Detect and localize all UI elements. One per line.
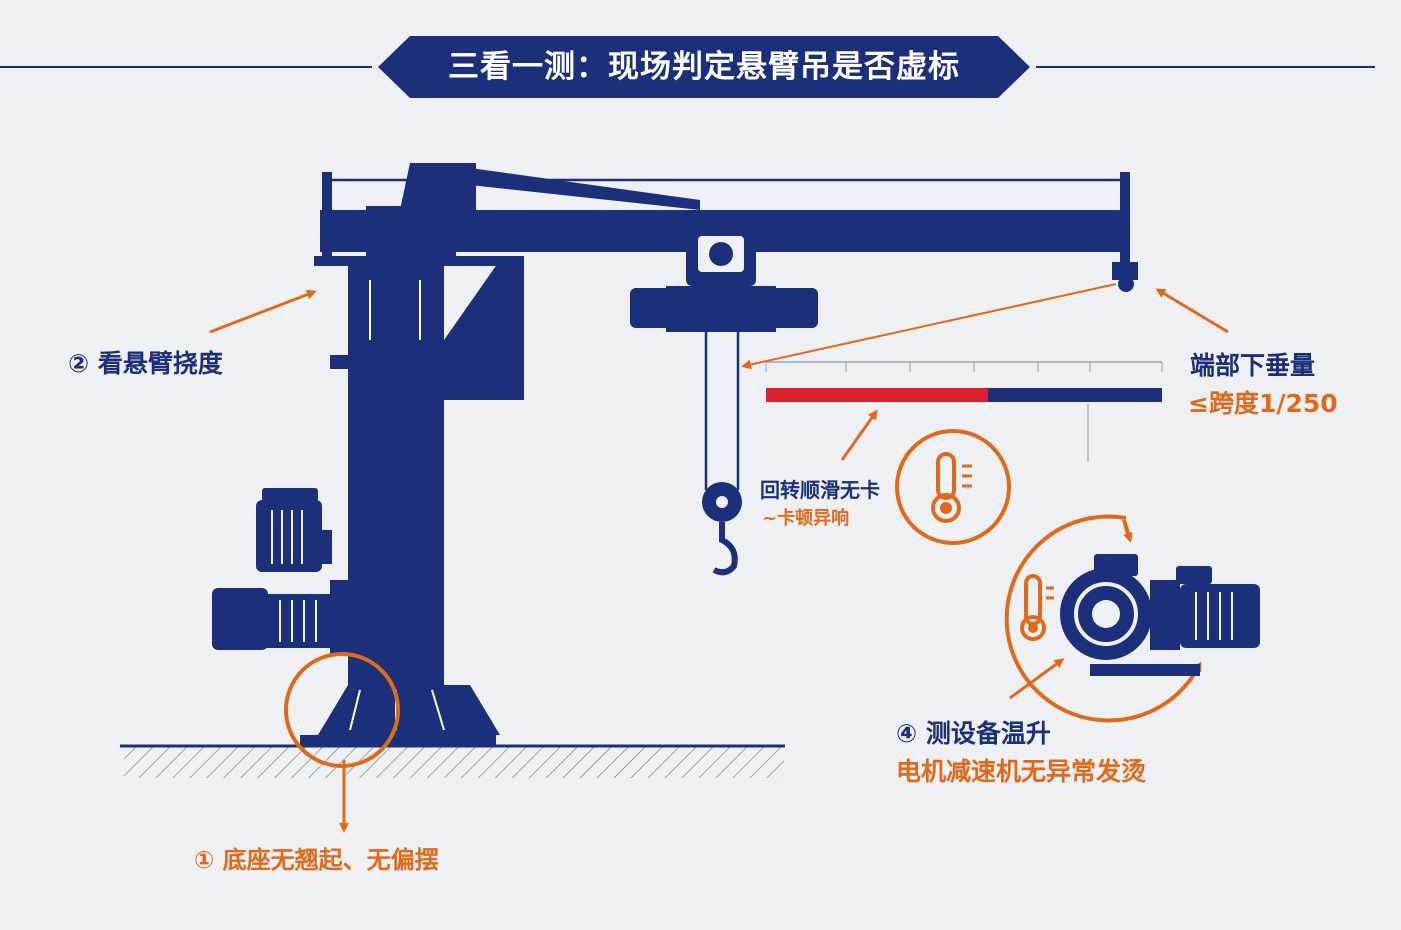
- deflection-ruler: [765, 361, 1163, 462]
- hoist-rope: [704, 330, 740, 490]
- page-title: 三看一测：现场判定悬臂吊是否虚标: [448, 49, 960, 85]
- label-deflection: ② 看悬臂挠度: [68, 349, 223, 378]
- jib-end-stop: [1112, 262, 1138, 292]
- label-base: ① 底座无翘起、无偏摆: [194, 846, 439, 874]
- label-temp-desc: 电机减速机无异常发烫: [896, 757, 1147, 786]
- label-rotation-line1: 回转顺滑无卡: [760, 478, 880, 502]
- motor-thermometer-icon: [1020, 574, 1054, 641]
- label-temp-title: ④ 测设备温升: [896, 719, 1051, 748]
- label-tip-sag-title: 端部下垂量: [1190, 351, 1316, 380]
- title-banner: [0, 36, 1375, 98]
- gear-reducer-icon: [1004, 514, 1260, 723]
- crane-column: [300, 260, 524, 747]
- trolley-hoist: [630, 226, 818, 332]
- slewing-motor-fins: [271, 510, 317, 642]
- thermometer-icon: [895, 429, 1011, 545]
- label-rotation-line2: ~卡顿异响: [762, 508, 850, 529]
- base-highlight-circle: [284, 652, 400, 768]
- label-tip-sag-value: ≤跨度1/250: [1188, 389, 1338, 418]
- annotation-arrows: [209, 283, 1229, 833]
- ground: [120, 744, 785, 778]
- hook-icon: [702, 482, 742, 576]
- motor-icon: [1195, 592, 1233, 640]
